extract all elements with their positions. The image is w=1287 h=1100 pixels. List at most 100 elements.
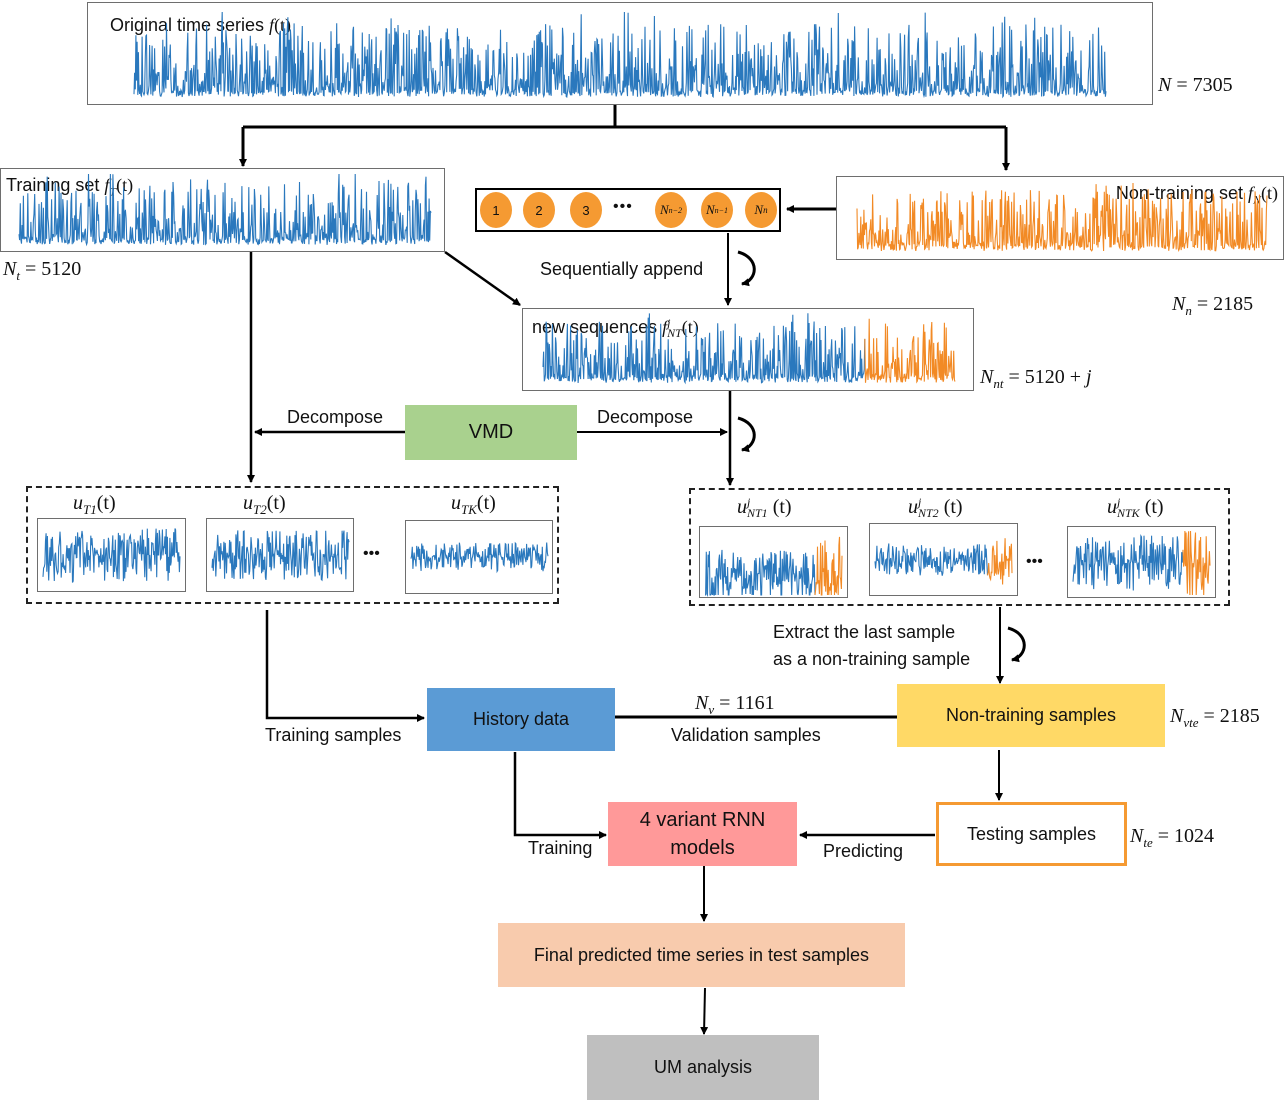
new-seq-sup: j: [667, 316, 671, 331]
history-data-node: History data: [427, 688, 615, 751]
sample-sym: N: [754, 202, 764, 217]
arrow-training-to-new-sequences: [444, 250, 521, 307]
training-set-plot: [18, 173, 432, 247]
validation-count: Nv = 1161: [695, 692, 775, 718]
nt-mode-sym: u: [908, 496, 918, 518]
sample-sym: N: [705, 202, 715, 217]
sequential-append-label: Sequentially append: [540, 259, 704, 279]
nts-count-value: = 2185: [1198, 705, 1260, 727]
training-set-label: Training set fT(t): [6, 175, 133, 200]
series-line-segment: [18, 173, 432, 247]
testing-count: Nte = 1024: [1130, 825, 1214, 851]
sample-sym: N: [659, 202, 669, 217]
extract-label-line1: Extract the last sample: [773, 622, 956, 642]
mode-arg: (t): [96, 492, 116, 514]
non-training-samples-label: Non-training samples: [945, 705, 1117, 725]
nontraining-count-value: = 2185: [1191, 293, 1254, 315]
sample-sub: n: [763, 205, 768, 215]
training-set-panel: Training set fT(t): [0, 168, 445, 252]
nt-mode-sub: NTK: [1117, 505, 1140, 520]
predicting-edge-label: Predicting: [823, 841, 904, 861]
nt-modes-group: [689, 488, 1230, 606]
mode-sym: u: [73, 492, 83, 514]
sample-circle-3: 3: [570, 192, 602, 228]
training-mode-1-label: uT1(t): [73, 492, 116, 518]
validation-samples-label: Validation samples: [671, 725, 821, 745]
nontraining-sub: N: [1252, 192, 1261, 207]
nt-mode-2-panel: [869, 523, 1018, 596]
validation-count-value: = 1161: [714, 692, 775, 714]
mode-arg: (t): [266, 492, 286, 514]
nontraining-set-panel: Non-training set fN(t): [836, 176, 1284, 260]
series-line-segment: [1072, 534, 1184, 591]
new-sequences-count: Nnt = 5120 + j: [980, 366, 1092, 392]
nt-mode-sub: NT2: [918, 505, 939, 520]
original-count: N = 7305: [1158, 74, 1233, 97]
arrow-training-modes-to-history: [265, 610, 425, 722]
nt-mode-sym: u: [737, 496, 747, 518]
final-predicted-label: Final predicted time series in test samp…: [533, 944, 870, 965]
series-line-segment: [874, 543, 989, 576]
sample-circle-label: 3: [582, 202, 590, 218]
sample-circle-label: 2: [535, 202, 543, 218]
series-line-segment: [211, 530, 350, 582]
series-line-segment: [410, 541, 549, 574]
loop-arrow-icon-append: [737, 250, 756, 287]
training-mode-1-panel: [37, 518, 186, 592]
series-line-segment: [705, 549, 816, 598]
series-line-appended-segment: [1182, 530, 1211, 596]
training-count-value: = 5120: [19, 258, 82, 280]
extract-label-line2: as a non-training sample: [773, 649, 971, 669]
series-line-segment: [42, 528, 181, 583]
nontraining-arg: (t): [1261, 183, 1278, 203]
sample-circle-1: 1: [480, 192, 512, 228]
training-count: Nt = 5120: [3, 258, 81, 284]
training-count-symbol: N: [3, 258, 17, 280]
final-predicted-node: Final predicted time series in test samp…: [498, 923, 905, 987]
nt-mode-sub: NT1: [747, 505, 768, 520]
series-line-segment: [133, 11, 1107, 99]
rnn-models-node: 4 variant RNN models: [608, 802, 797, 866]
nontraining-count: Nn = 2185: [1172, 293, 1253, 319]
original-func: f: [269, 15, 275, 35]
original-series-panel: Original time series f(t): [87, 2, 1153, 105]
decompose-left-label: Decompose: [287, 407, 384, 427]
training-edge-label: Training: [528, 838, 593, 858]
sample-circle-2: 2: [523, 192, 555, 228]
nt-mode-1-plot: [705, 536, 843, 598]
series-line-segment: [856, 182, 1268, 253]
series-line-appended-segment: [986, 538, 1013, 585]
training-mode-1-plot: [42, 528, 181, 583]
new-seq-sub: NT: [667, 326, 682, 341]
mode-arg: (t): [476, 492, 496, 514]
mode-sym: u: [243, 492, 253, 514]
arrow-history-to-rnn: [513, 752, 607, 839]
original-count-symbol: N: [1158, 74, 1172, 96]
training-set-text: Training set: [6, 175, 105, 195]
mode-sub: T2: [253, 502, 267, 517]
vmd-node: VMD: [405, 405, 577, 460]
new-seq-count-symbol: N: [980, 366, 994, 388]
rnn-models-line1: 4 variant RNN: [639, 809, 766, 831]
nontraining-count-sub: n: [1185, 303, 1192, 318]
training-mode-2-plot: [211, 530, 350, 582]
nts-count-symbol: N: [1170, 705, 1184, 727]
new-seq-count-value: = 5120 +: [1003, 366, 1087, 388]
arrow-final-to-um: [700, 987, 709, 1035]
sample-sub: n−1: [714, 205, 729, 215]
vmd-label: VMD: [468, 421, 514, 443]
training-samples-label: Training samples: [265, 725, 402, 745]
nt-mode-sup: j: [1117, 494, 1121, 509]
nt-mode-arg: (t): [938, 496, 963, 518]
sample-sub: n−2: [668, 205, 683, 215]
training-modes-ellipsis: •••: [363, 545, 380, 562]
nt-mode-1-panel: [699, 526, 848, 598]
